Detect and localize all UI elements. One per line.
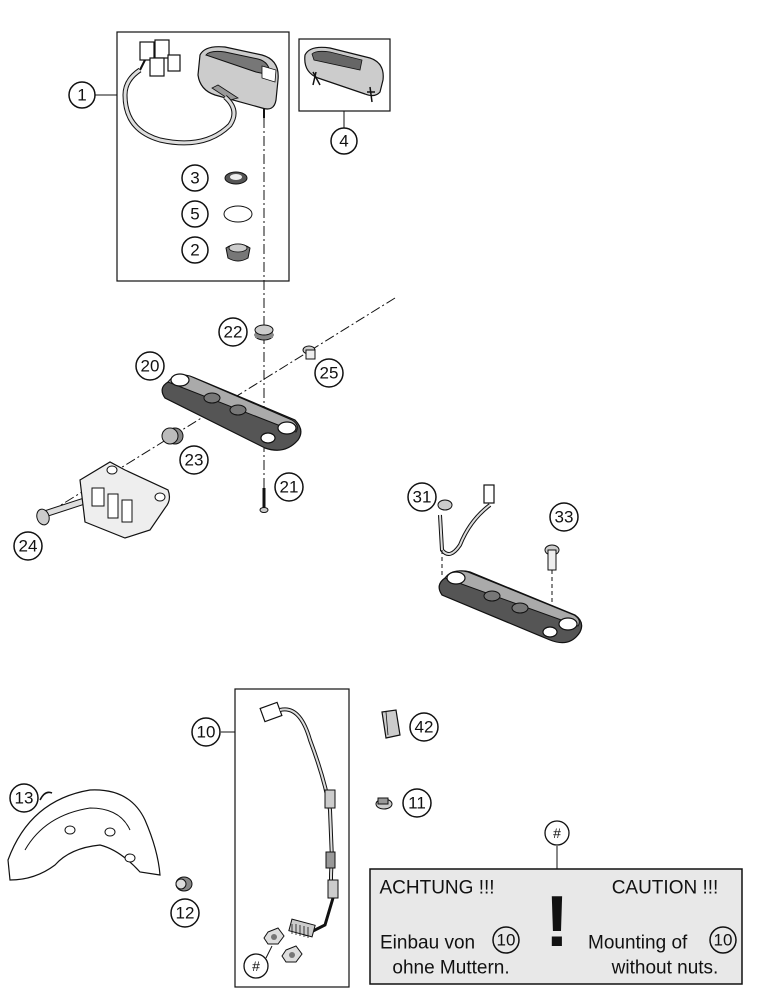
group-box-speedometer (116, 31, 290, 282)
bracket-assembly (438, 570, 583, 644)
nuts (263, 927, 303, 963)
callout-20-label: 20 (141, 357, 160, 376)
hash-marker-nuts-label: # (252, 958, 260, 974)
callout-24: 24 (13, 531, 43, 561)
callout-22-label: 22 (224, 323, 243, 342)
notice-heading-de: ACHTUNG !!! (379, 878, 494, 899)
callout-1: 1 (68, 81, 96, 109)
callout-13-label: 13 (15, 789, 34, 808)
notice-de-line1: Einbau von (380, 933, 475, 954)
part-20-bracket (161, 373, 302, 451)
callout-11-label: 11 (408, 794, 426, 813)
callout-11: 11 (402, 788, 432, 818)
part-24-bolt (36, 498, 85, 526)
notice-en-part-ref (709, 926, 737, 954)
part-21-screw (259, 488, 269, 513)
part-42-clip (381, 709, 401, 739)
callout-23-label: 23 (185, 451, 204, 470)
callout-1-label: 1 (77, 86, 86, 105)
part-25-bolt (302, 345, 316, 360)
callout-42-label: 42 (415, 718, 434, 737)
callout-31-label: 31 (413, 488, 432, 507)
callout-5: 5 (181, 200, 209, 228)
callout-42: 42 (409, 712, 439, 742)
callout-3-label: 3 (190, 169, 199, 188)
callout-2-label: 2 (190, 241, 199, 260)
part-22-grommet (254, 324, 274, 341)
part-11-clamp (375, 797, 393, 810)
hash-marker-notice-label: # (553, 825, 561, 841)
callout-4-label: 4 (339, 132, 348, 151)
callout-23: 23 (179, 445, 209, 475)
callout-10-label: 10 (197, 723, 216, 742)
part-13-brake-disc (7, 789, 161, 881)
callout-2: 2 (181, 236, 209, 264)
callout-24-label: 24 (19, 537, 38, 556)
callout-22: 22 (218, 317, 248, 347)
part-12-bushing (175, 876, 193, 892)
callout-12: 12 (170, 898, 200, 928)
callout-3: 3 (181, 164, 209, 192)
hash-marker-nuts (243, 953, 269, 979)
speedometer-cover (304, 46, 384, 103)
notice-heading-en: CAUTION !!! (612, 878, 719, 899)
callout-33-label: 33 (555, 508, 574, 527)
notice-en-part-ref-label: 10 (714, 931, 733, 950)
callout-21: 21 (274, 472, 304, 502)
callout-5-label: 5 (190, 205, 199, 224)
caution-notice-box (369, 868, 743, 985)
callout-33: 33 (549, 502, 579, 532)
callout-12-label: 12 (176, 904, 195, 923)
callout-20: 20 (135, 351, 165, 381)
notice-en-line1: Mounting of (588, 933, 688, 954)
group-box-wheel-sensor (234, 688, 350, 988)
notice-en-line2: without nuts. (611, 958, 719, 979)
callout-10: 10 (191, 717, 221, 747)
mounting-plate (79, 461, 171, 539)
assembly-lines (39, 118, 396, 519)
callout-4: 4 (330, 127, 358, 155)
wheel-speed-sensor (259, 701, 339, 938)
callout-13: 13 (9, 783, 39, 813)
speedometer-unit (197, 46, 279, 118)
callout-31: 31 (407, 482, 437, 512)
callout-25: 25 (314, 358, 344, 388)
notice-exclamation: ! (545, 882, 569, 962)
cable-connectors (139, 39, 181, 77)
notice-de-part-ref (492, 926, 520, 954)
callout-25-label: 25 (320, 364, 339, 383)
notice-de-part-ref-label: 10 (497, 931, 516, 950)
hash-marker-notice (544, 820, 570, 846)
callout-21-label: 21 (280, 478, 299, 497)
notice-de-line2: ohne Muttern. (392, 958, 509, 979)
part-31-sensor (437, 484, 495, 575)
part-23-bushing (161, 427, 184, 445)
part-5-seal (223, 205, 253, 223)
